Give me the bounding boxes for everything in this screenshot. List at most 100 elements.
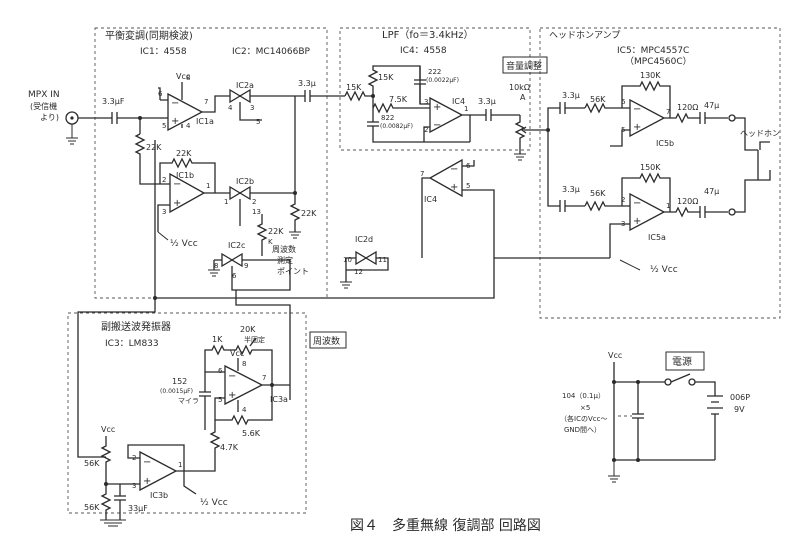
svg-text:7: 7 [666,108,670,116]
svg-text:−: − [433,120,441,131]
svg-text:+: + [173,198,181,209]
ic2c-label: IC2c [228,241,245,250]
phone-label: ヘッドホン [740,129,780,138]
r-7-5k [372,102,430,114]
svg-text:+: + [433,102,441,113]
meas-point-1: 周波数 [272,244,296,254]
svg-text:10: 10 [343,256,352,264]
c-47-a [699,206,728,218]
ic3a-opamp [224,364,264,406]
frequency-tag: 周波数 [313,335,340,347]
ic3-type: IC3：LM833 [105,339,159,349]
ic2b-label: IC2b [236,177,254,186]
half-vcc-3: ½ Vcc [200,498,228,508]
svg-text:6: 6 [218,367,223,375]
c-ic2-out-label: 3.3μ [298,79,316,88]
c-hp-a [559,200,585,212]
r-56k-d-label: 56K [84,503,100,512]
svg-text:4: 4 [186,122,191,130]
r-15k-b-label: 15K [378,73,394,82]
svg-text:8: 8 [242,360,246,368]
r-5-6k-label: 5.6K [242,429,261,438]
svg-text:4: 4 [242,406,247,414]
ic5-type: IC5：MPC4557C [617,46,689,56]
frequency-tag-box [309,331,347,349]
svg-text:2: 2 [621,196,625,204]
r-4-7k-label: 4.7K [220,443,239,452]
c-104-note2: GND間へ） [564,426,601,434]
batt-label: 006P [730,393,750,402]
r-7-5k-label: 7.5K [389,95,408,104]
c-104-count: ×5 [580,404,590,412]
r-15k-b [367,65,421,96]
r-22k-d-label: 22K [301,209,317,218]
r-22k-a-label: 22K [146,143,162,152]
ic2a-switch [229,88,242,104]
r-56k-a [584,200,622,212]
svg-text:1: 1 [206,182,210,190]
ic4-opamp [429,96,464,134]
c-152 [199,372,211,430]
svg-text:6: 6 [621,98,626,106]
svg-text:+: + [633,216,641,227]
svg-text:+: + [450,182,458,193]
ic4-type: IC4：4558 [400,46,447,56]
headphone-amp-title: ヘッドホンアンプ [549,30,620,41]
r-56k-b [584,102,622,114]
svg-text:6: 6 [158,90,163,98]
svg-text:5: 5 [162,122,166,130]
svg-text:2: 2 [252,198,256,206]
subcarrier-osc-title: 副搬送波発振器 [101,320,171,333]
svg-text:+: + [143,476,151,487]
r-56k-b-label: 56K [590,95,606,104]
ic2c-switch [221,252,234,268]
c-47-a-label: 47μ [704,187,719,196]
svg-text:7: 7 [420,170,424,178]
half-vcc-1: ½ Vcc [170,239,198,249]
ic2d-switch [355,250,368,266]
mpx-in-sub1: (受信機 [30,101,57,111]
c-33 [114,484,126,520]
svg-text:8: 8 [214,262,218,270]
ic1b-label: IC1b [176,171,194,180]
c-222-label: 222 [428,68,441,76]
volume-tag: 音量調整 [506,60,542,72]
ic3b-label: IC3b [150,491,168,500]
svg-text:3: 3 [132,482,136,490]
svg-text:+: + [228,390,236,401]
c-hp-b [559,102,585,114]
ic5a-opamp [629,192,666,232]
ic2a-label: IC2a [236,81,254,90]
svg-text:1: 1 [666,202,670,210]
r-1k-label: 1K [212,335,223,344]
svg-text:−: − [171,98,179,109]
svg-text:−: − [143,457,151,468]
svg-text:7: 7 [262,374,266,382]
svg-text:3: 3 [424,98,428,106]
ic3a-label: IC3a [270,395,288,404]
c-47-b [699,112,728,124]
svg-text:9: 9 [244,262,248,270]
svg-text:−: − [173,179,181,190]
r-120-a-label: 120Ω [677,197,698,206]
ic5b-label: IC5b [656,139,674,148]
svg-text:−: − [228,371,236,382]
ic4b-opamp [428,158,463,198]
power-title: 電源 [672,355,692,368]
r-22k-d [289,193,301,232]
vcc-label-2: Vcc [230,349,244,358]
svg-text:3: 3 [250,104,254,112]
lpf-title: LPF（fo＝3.4kHz） [382,29,473,41]
r-150k-label: 150K [640,163,661,172]
svg-text:13: 13 [252,208,261,216]
block-headphone-amp [539,27,781,319]
c-104-label: 104（0.1μ） [562,392,605,400]
figure-caption: 図４ 多重無線 復調部 回路図 [350,517,541,534]
ic2b-switch [229,185,242,201]
r-5-6k [214,385,273,426]
power-switch [670,373,691,383]
c-lpf-out-label: 3.3μ [478,97,496,106]
svg-text:+: + [171,116,179,127]
c-152-value: (0.0015μF) [160,388,193,395]
r-22k-b-label: 22K [176,149,192,158]
